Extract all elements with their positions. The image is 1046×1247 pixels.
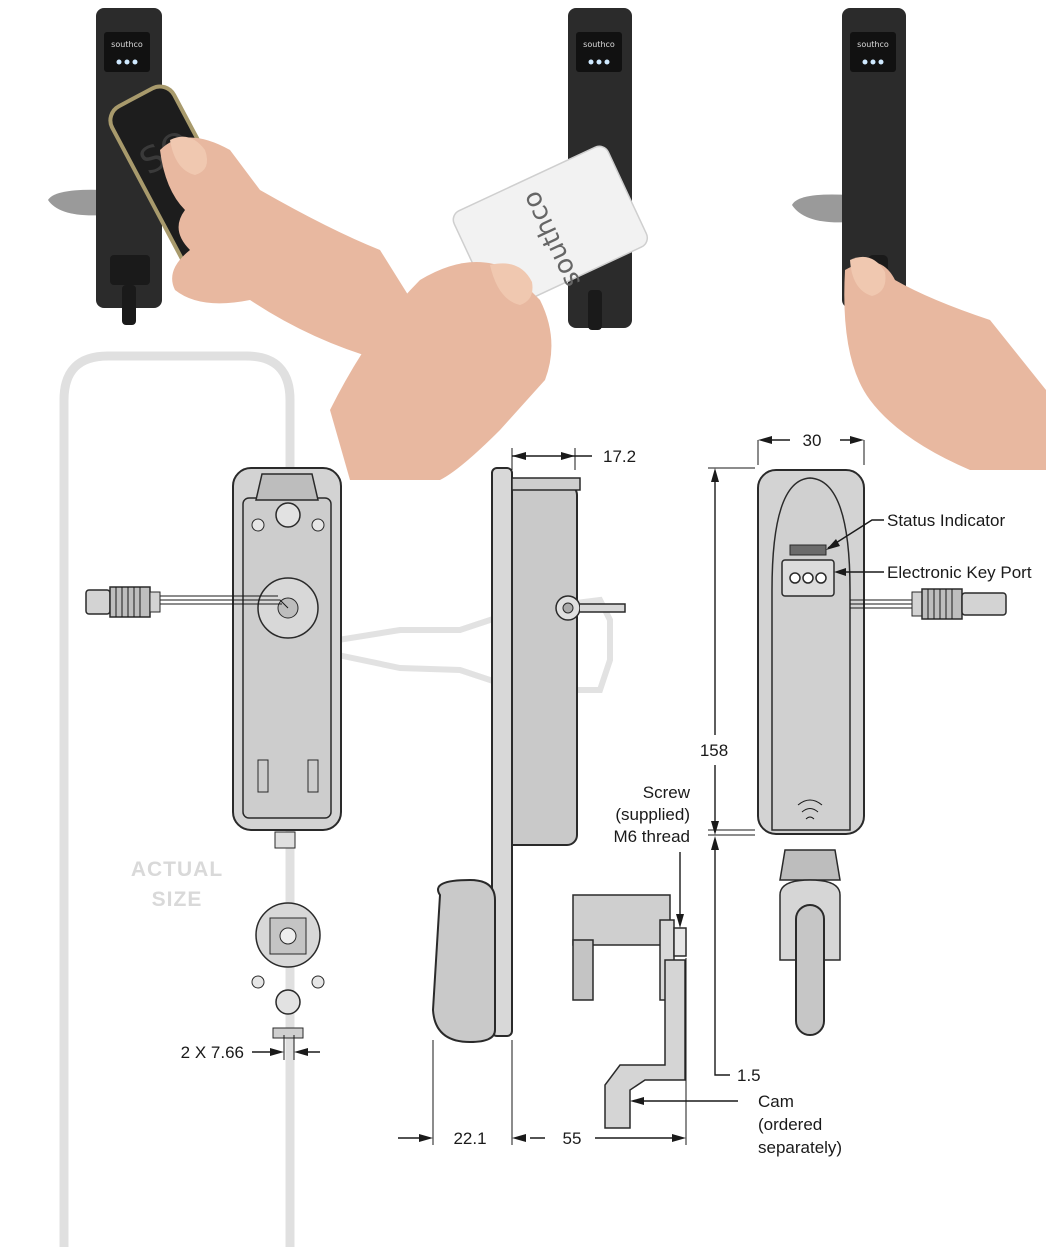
ghost-cable	[337, 596, 613, 693]
actual-size-outline: ACTUAL SIZE	[59, 351, 295, 1247]
callout-cam-line1: Cam	[758, 1092, 794, 1111]
callout-screw-line1: Screw	[643, 783, 691, 802]
dim-cam-55: 55	[563, 1129, 582, 1148]
dim-handle-22-1: 22.1	[453, 1129, 486, 1148]
callout-cam-line2: (ordered	[758, 1115, 822, 1134]
rear-view-drawing	[85, 467, 342, 1039]
dimension-labels: 30 158 17.2 1.5 2 X 7.66 22.1 55 Status …	[181, 431, 1032, 1157]
dim-depth-17-2: 17.2	[603, 447, 636, 466]
callout-status-indicator: Status Indicator	[887, 511, 1005, 530]
dim-hole-spacing: 2 X 7.66	[181, 1043, 244, 1062]
dim-offset-1-5: 1.5	[737, 1066, 761, 1085]
front-view-drawing	[757, 469, 1007, 1036]
svg-text:southco: southco	[857, 40, 889, 49]
photo-fob-unlock: southco SO	[48, 8, 430, 360]
callout-screw-line3: M6 thread	[613, 827, 690, 846]
callout-cam-line3: separately)	[758, 1138, 842, 1157]
dim-height-158: 158	[700, 741, 728, 760]
svg-text:southco: southco	[111, 40, 143, 49]
photo-key-unlock: southco	[792, 8, 1046, 470]
svg-text:southco: southco	[583, 40, 615, 49]
dim-width-30: 30	[803, 431, 822, 450]
dimension-lines	[252, 436, 884, 1145]
side-view-drawing	[431, 467, 687, 1129]
callout-screw-line2: (supplied)	[615, 805, 690, 824]
actual-size-line1: ACTUAL	[131, 858, 223, 881]
actual-size-line2: SIZE	[152, 888, 203, 911]
photo-card-unlock: southco southco	[330, 8, 649, 480]
callout-electronic-key-port: Electronic Key Port	[887, 563, 1032, 582]
